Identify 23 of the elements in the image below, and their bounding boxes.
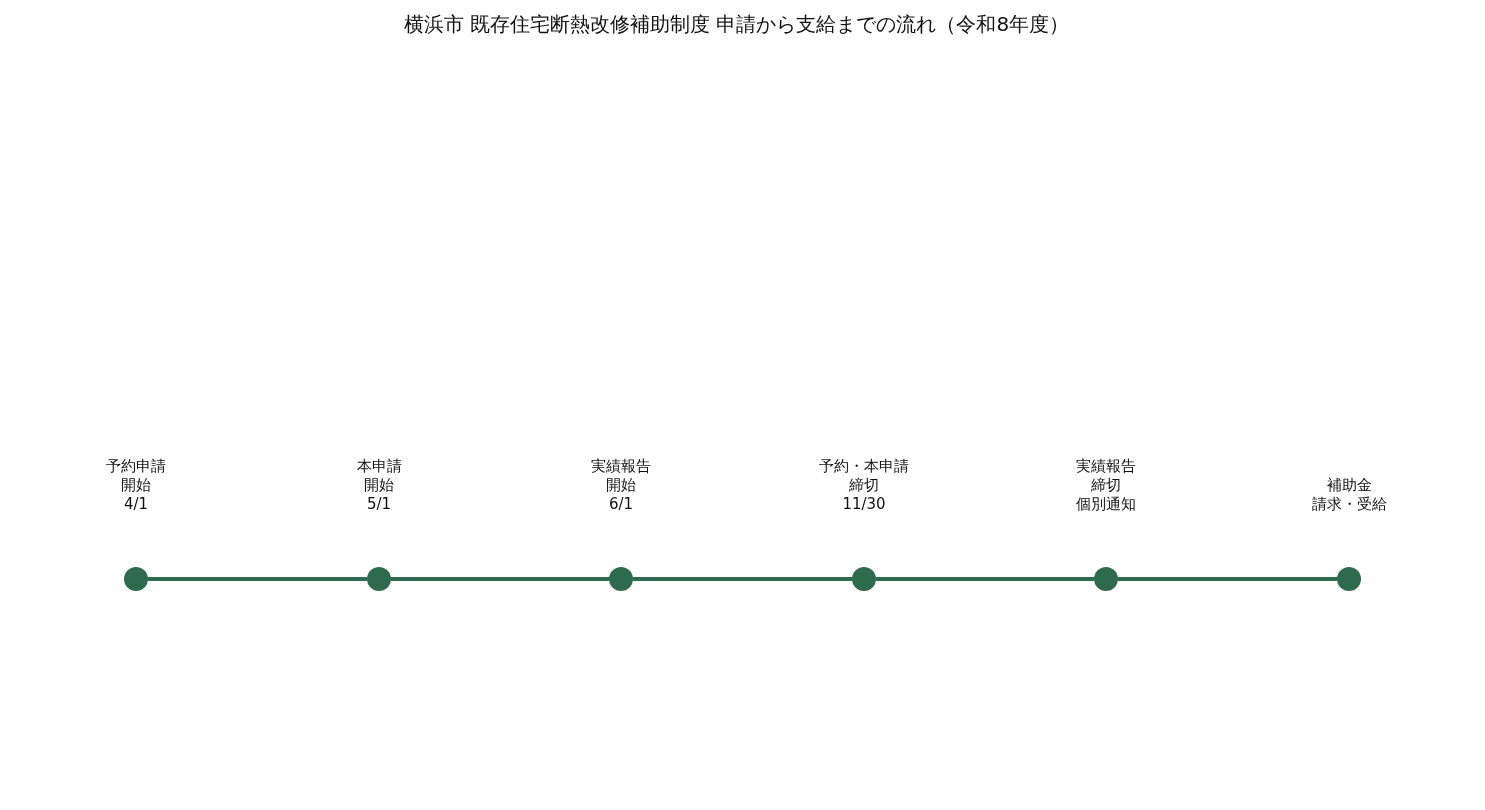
milestone-marker [124,567,148,591]
connector-line [633,577,852,581]
milestone-label: 個別通知 [1075,495,1137,514]
milestone-label: 実績報告開始 [590,457,652,495]
milestone-label: 請求・受給 [1310,495,1388,514]
milestone-label: 4/1 [122,495,150,514]
milestone-label: 補助金 [1325,476,1373,495]
milestone-label: 本申請開始 [355,457,403,495]
milestone-label: 5/1 [365,495,393,514]
milestone-label: 11/30 [841,495,887,514]
connector-line [391,577,609,581]
milestone-label: 予約申請開始 [105,457,167,495]
connector-line [148,577,367,581]
milestone-label: 6/1 [607,495,635,514]
milestone-marker [852,567,876,591]
milestone-marker [609,567,633,591]
milestone-marker [1094,567,1118,591]
connector-line [876,577,1094,581]
milestone-label: 予約・本申請締切 [818,457,910,495]
milestone-marker [1337,567,1361,591]
milestone-marker [367,567,391,591]
milestone-label: 実績報告締切 [1075,457,1137,495]
diagram-title: 横浜市 既存住宅断熱改修補助制度 申請から支給までの流れ（令和8年度） [403,11,1070,38]
